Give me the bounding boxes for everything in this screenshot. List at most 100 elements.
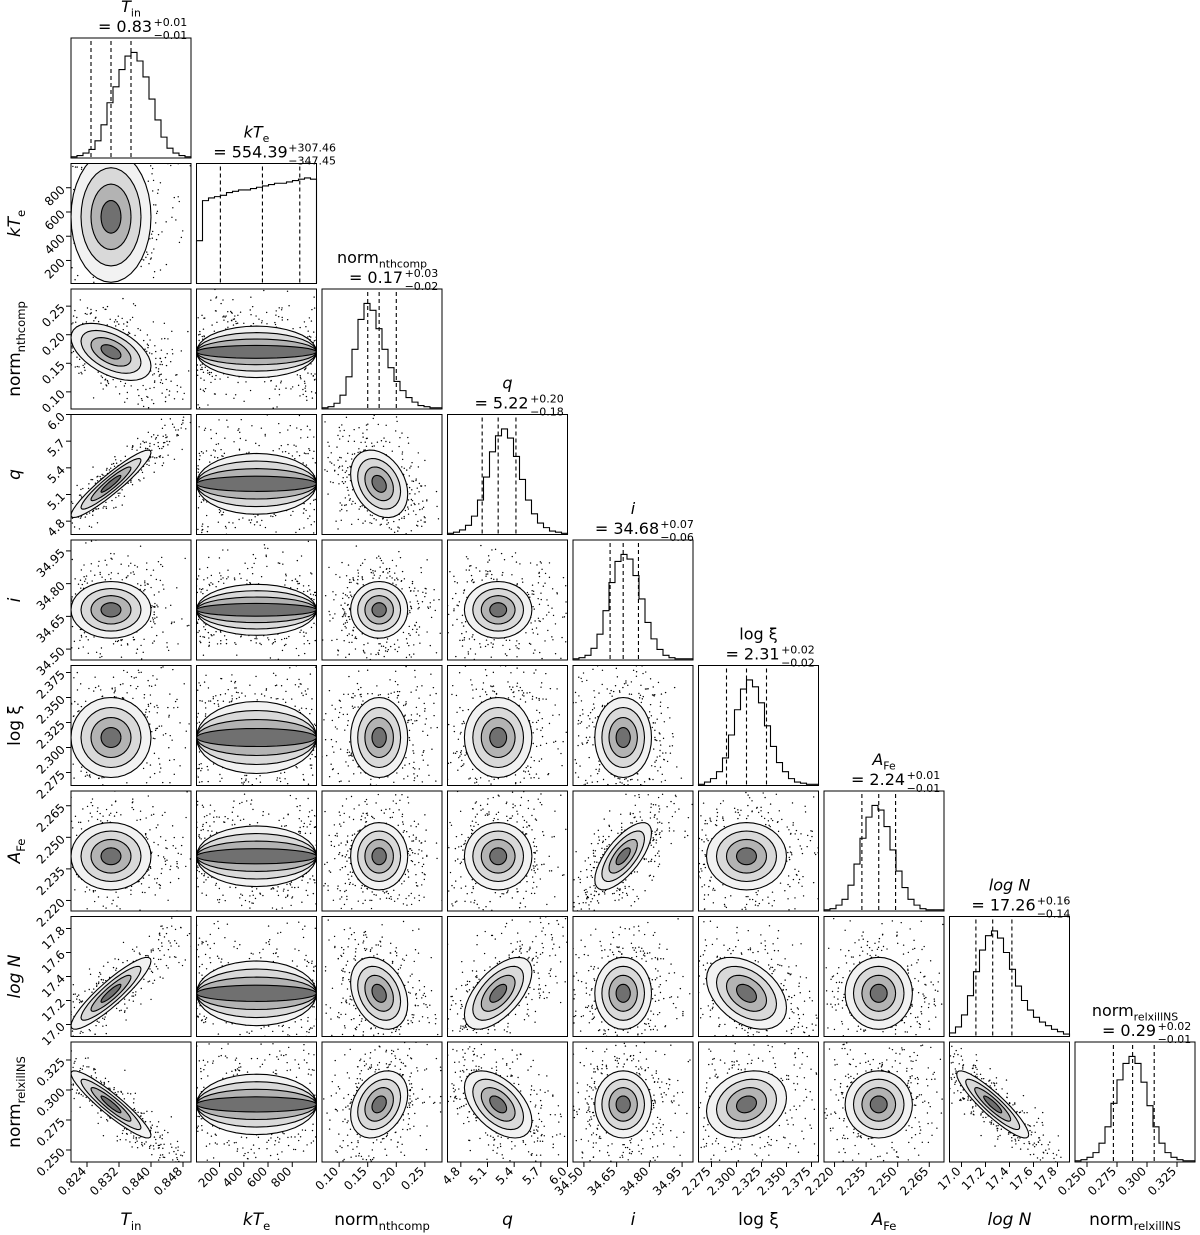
sample-point (160, 349, 163, 351)
panel-frame (70, 414, 192, 535)
sample-point (116, 804, 117, 805)
sample-point (551, 588, 554, 590)
sample-point (115, 113, 116, 114)
sample-point (407, 499, 410, 501)
sample-point (509, 648, 511, 651)
sample-point (83, 159, 84, 160)
sample-point (95, 304, 96, 305)
contour-level (489, 602, 508, 618)
sample-point (539, 620, 541, 623)
sample-point (342, 623, 345, 625)
sample-point (149, 694, 152, 696)
panel-frame (196, 163, 317, 284)
sample-point (166, 353, 168, 355)
sample-point (338, 483, 340, 485)
sample-point (310, 524, 312, 526)
sample-point (308, 642, 311, 645)
sample-point (97, 507, 100, 510)
sample-point (299, 376, 302, 379)
sample-point (43, 525, 44, 526)
sample-point (415, 479, 417, 482)
sample-point (129, 300, 130, 301)
sample-point (155, 350, 157, 353)
sample-point (123, 385, 126, 387)
sample-point (176, 435, 178, 437)
sample-point (154, 380, 156, 382)
sample-point (256, 521, 258, 523)
sample-point (208, 637, 210, 639)
sample-point (187, 370, 190, 372)
sample-point (453, 575, 455, 578)
sample-point (90, 526, 93, 528)
sample-point (164, 400, 167, 403)
sample-point (216, 457, 219, 459)
y-tick-label: 0.10 (39, 387, 68, 416)
sample-point (314, 498, 316, 501)
sample-point (343, 640, 345, 642)
sample-point (267, 664, 268, 665)
sample-point (514, 552, 517, 554)
sample-point (208, 644, 210, 647)
sample-point (303, 502, 305, 505)
sample-point (148, 685, 151, 687)
sample-point (265, 554, 267, 556)
sample-point (413, 644, 415, 646)
sample-point (156, 192, 159, 194)
sample-point (139, 545, 142, 547)
sample-point (306, 425, 309, 427)
sample-point (224, 693, 227, 695)
sample-point (151, 449, 153, 451)
sample-point (80, 371, 82, 374)
sample-point (93, 281, 95, 283)
sample-point (407, 436, 409, 439)
sample-point (60, 381, 61, 382)
sample-point (216, 412, 217, 413)
sample-point (84, 363, 86, 365)
sample-point (134, 334, 136, 337)
sample-point (94, 508, 96, 510)
sample-point (278, 448, 280, 450)
sample-point (145, 711, 147, 713)
sample-point (98, 560, 100, 563)
sample-point (554, 623, 557, 625)
sample-point (401, 517, 403, 519)
sample-point (461, 614, 464, 617)
sample-point (216, 233, 217, 234)
sample-point (278, 388, 281, 390)
sample-point (220, 631, 222, 633)
sample-point (313, 331, 315, 333)
sample-point (197, 404, 199, 406)
sample-point (531, 584, 534, 586)
sample-point (146, 813, 147, 814)
sample-point (100, 382, 102, 384)
contour-level (196, 475, 317, 492)
sample-point (74, 578, 76, 580)
sample-point (154, 222, 157, 224)
sample-point (228, 521, 230, 524)
sample-point (285, 573, 287, 575)
sample-point (357, 575, 359, 577)
sample-point (132, 303, 135, 305)
sample-point (205, 674, 207, 676)
sample-point (222, 316, 224, 318)
sample-point (196, 369, 199, 371)
sample-point (143, 590, 145, 592)
sample-point (281, 316, 283, 319)
sample-point (34, 616, 35, 617)
sample-point (65, 716, 66, 717)
sample-point (201, 423, 202, 424)
sample-point (151, 642, 154, 644)
sample-point (527, 593, 530, 596)
sample-point (132, 146, 133, 147)
sample-point (424, 459, 426, 462)
sample-point (183, 392, 185, 395)
y-tick-label: 34.80 (34, 579, 68, 613)
panel-frame (70, 288, 192, 410)
sample-point (91, 580, 93, 582)
sample-point (341, 424, 343, 426)
sample-point (69, 516, 70, 517)
sample-point (508, 639, 511, 642)
sample-point (138, 478, 140, 481)
sample-point (531, 628, 534, 631)
sample-point (90, 563, 93, 565)
